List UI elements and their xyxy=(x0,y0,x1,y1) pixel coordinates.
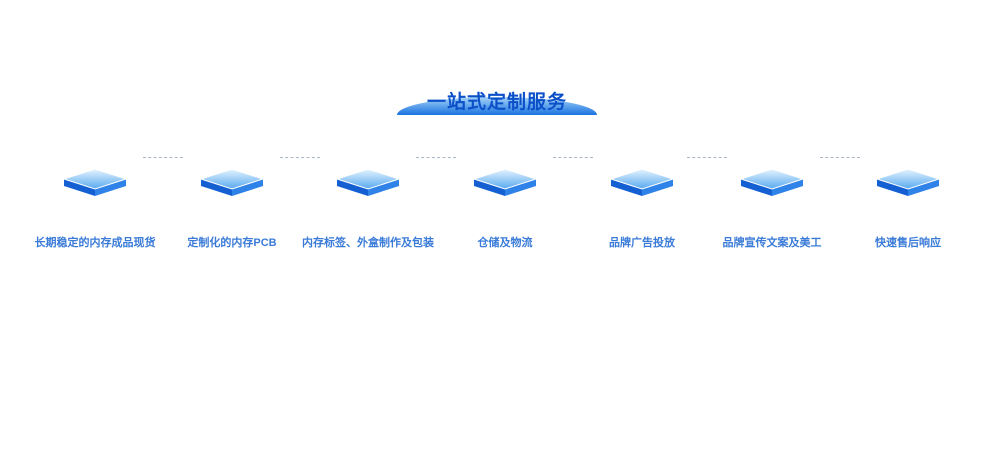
platform-3d-icon xyxy=(62,168,128,198)
service-step-label: 品牌广告投放 xyxy=(609,237,675,249)
service-step: 仓储及物流 xyxy=(430,168,580,250)
dashed-connector xyxy=(820,157,860,158)
platform-3d-icon xyxy=(739,168,805,198)
service-step: 定制化的内存PCB xyxy=(157,168,307,250)
service-step-label: 长期稳定的内存成品现货 xyxy=(34,237,156,249)
service-step: 内存标签、外盒制作及包装 xyxy=(293,168,443,250)
platform-3d-icon xyxy=(335,168,401,198)
platform-3d-icon xyxy=(472,168,538,198)
service-step-label: 仓储及物流 xyxy=(477,237,533,249)
service-step-label: 内存标签、外盒制作及包装 xyxy=(302,237,434,249)
service-step-label: 定制化的内存PCB xyxy=(187,237,277,249)
service-step: 品牌宣传文案及美工 xyxy=(697,168,847,250)
platform-3d-icon xyxy=(199,168,265,198)
dashed-connector xyxy=(687,157,727,158)
platform-3d-icon xyxy=(609,168,675,198)
dashed-connector xyxy=(280,157,320,158)
platform-3d-icon xyxy=(875,168,941,198)
dashed-connector xyxy=(553,157,593,158)
service-step-label: 快速售后响应 xyxy=(875,237,941,249)
service-step: 快速售后响应 xyxy=(833,168,983,250)
service-step-label: 品牌宣传文案及美工 xyxy=(722,237,822,249)
dashed-connector xyxy=(416,157,456,158)
section-title: 一站式定制服务 xyxy=(426,92,567,113)
service-step: 品牌广告投放 xyxy=(567,168,717,250)
service-step: 长期稳定的内存成品现货 xyxy=(20,168,170,250)
dashed-connector xyxy=(143,157,183,158)
title-dome xyxy=(397,97,597,115)
